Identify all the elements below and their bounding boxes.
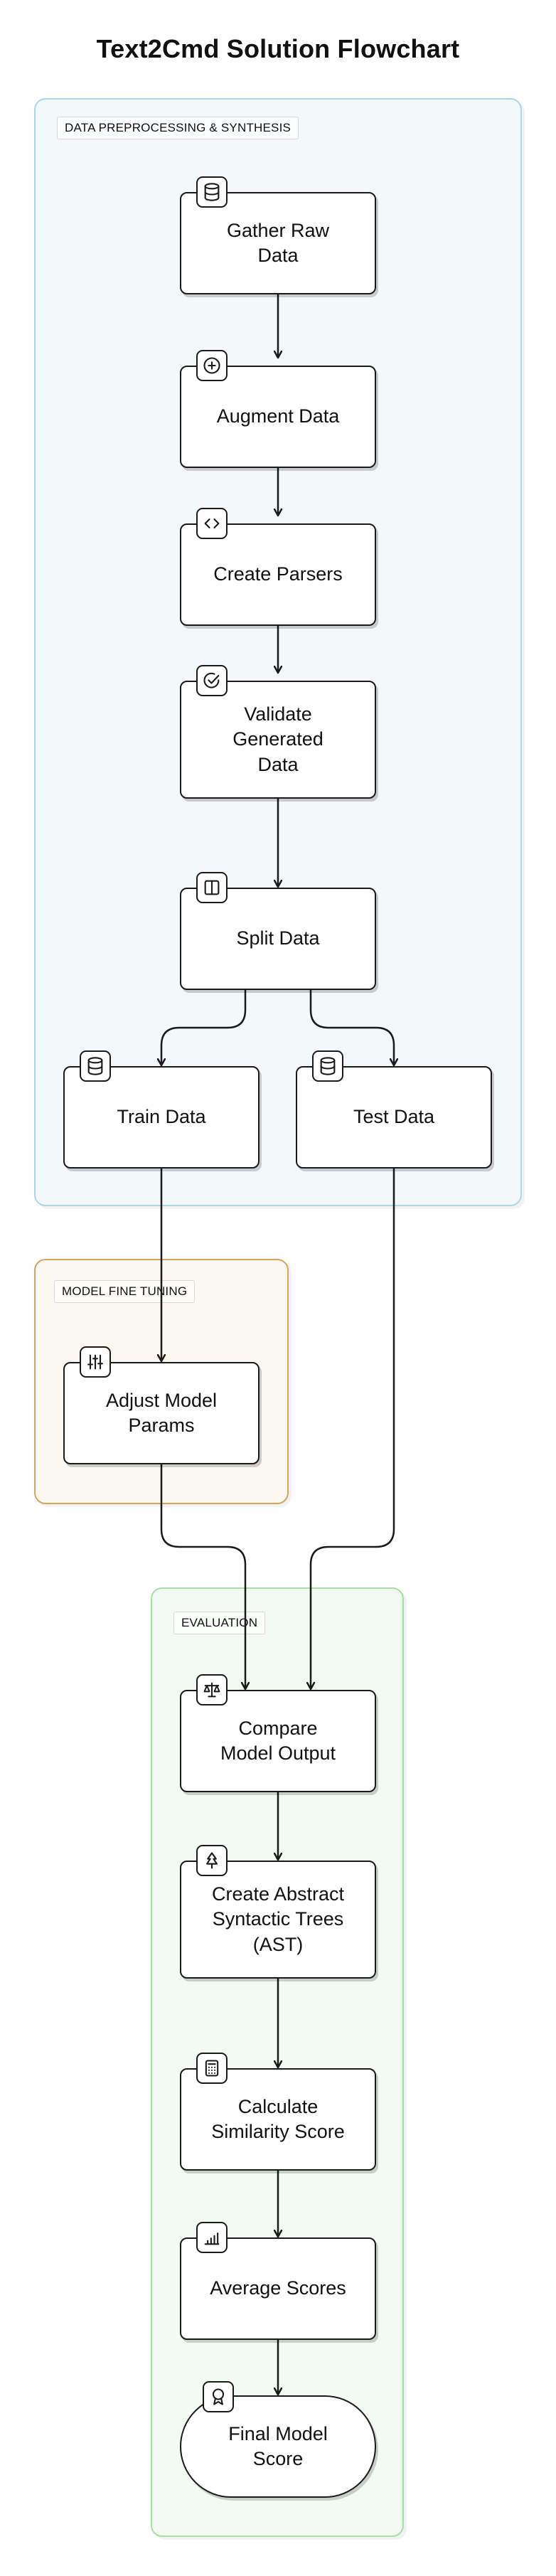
node-label: Train Data bbox=[117, 1106, 206, 1128]
node-label: Calculate Similarity Score bbox=[211, 2095, 345, 2142]
edge-split-to-train bbox=[161, 989, 247, 1065]
node-label: Adjust Model Params bbox=[105, 1389, 218, 1436]
node-label: Augment Data bbox=[216, 405, 340, 427]
node-split-data[interactable]: Split Data bbox=[180, 872, 376, 990]
node-label: Create Parsers bbox=[213, 563, 343, 585]
node-create-ast[interactable]: Create Abstract Syntactic Trees (AST) bbox=[180, 1845, 376, 1979]
node-calculate-similarity-score[interactable]: Calculate Similarity Score bbox=[180, 2053, 376, 2171]
split-panel-icon bbox=[196, 872, 228, 903]
group-label-evaluation: EVALUATION bbox=[173, 1612, 266, 1634]
check-circle-icon bbox=[196, 665, 228, 696]
database-icon bbox=[312, 1050, 343, 1082]
node-label: Gather Raw Data bbox=[226, 219, 330, 266]
sliders-icon bbox=[80, 1346, 111, 1378]
group-label-model-fine-tuning: MODEL FINE TUNING bbox=[54, 1280, 196, 1303]
edge-adjust-to-compare bbox=[160, 1463, 245, 1688]
node-adjust-model-params[interactable]: Adjust Model Params bbox=[63, 1346, 260, 1464]
scale-icon bbox=[196, 1674, 228, 1705]
group-label-data-preprocessing: DATA PREPROCESSING & SYNTHESIS bbox=[57, 117, 299, 139]
plus-circle-icon bbox=[196, 350, 228, 381]
node-label: Final Model Score bbox=[228, 2422, 328, 2469]
node-label: Compare Model Output bbox=[220, 1717, 336, 1764]
calculator-icon bbox=[196, 2053, 228, 2084]
node-augment-data[interactable]: Augment Data bbox=[180, 350, 376, 468]
node-label: Validate Generated Data bbox=[232, 703, 324, 775]
database-icon bbox=[196, 176, 228, 208]
node-test-data[interactable]: Test Data bbox=[296, 1050, 492, 1169]
node-compare-model-output[interactable]: Compare Model Output bbox=[180, 1674, 376, 1792]
node-final-model-score[interactable]: Final Model Score bbox=[180, 2381, 376, 2498]
code-icon bbox=[196, 508, 228, 539]
edge-split-to-test bbox=[309, 989, 394, 1065]
bar-chart-icon bbox=[196, 2222, 228, 2253]
award-icon bbox=[203, 2381, 234, 2412]
node-label: Test Data bbox=[353, 1106, 435, 1128]
tree-icon bbox=[196, 1845, 228, 1876]
node-create-parsers[interactable]: Create Parsers bbox=[180, 508, 376, 626]
node-label: Create Abstract Syntactic Trees (AST) bbox=[211, 1883, 345, 1955]
edge-test-to-compare bbox=[311, 1167, 395, 1688]
node-label: Split Data bbox=[236, 927, 320, 949]
node-gather-raw-data[interactable]: Gather Raw Data bbox=[180, 176, 376, 294]
page-title: Text2Cmd Solution Flowchart bbox=[96, 34, 460, 63]
node-validate-generated-data[interactable]: Validate Generated Data bbox=[180, 665, 376, 799]
node-label: Average Scores bbox=[210, 2277, 346, 2299]
database-icon bbox=[80, 1050, 111, 1082]
node-train-data[interactable]: Train Data bbox=[63, 1050, 260, 1169]
node-average-scores[interactable]: Average Scores bbox=[180, 2222, 376, 2340]
